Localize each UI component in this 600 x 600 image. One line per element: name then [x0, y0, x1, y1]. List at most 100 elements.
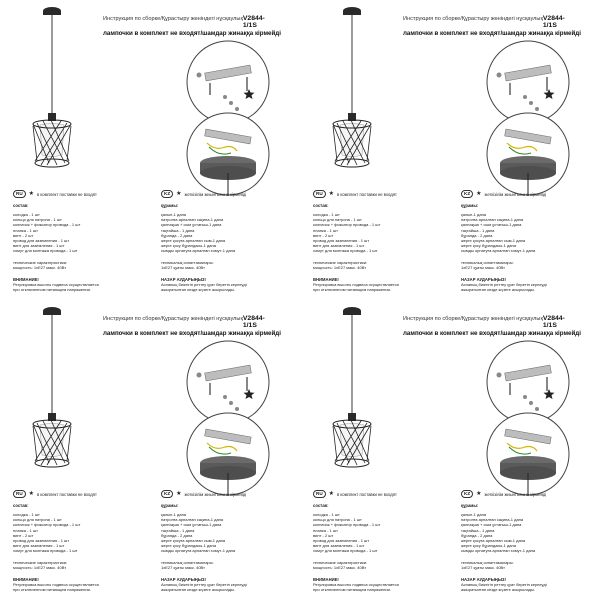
list-item: тақтайша - 1 дана	[161, 527, 195, 533]
kz-contents-heading: құрамы:	[461, 503, 479, 508]
list-item: провод для заземления - 1 шт	[313, 538, 370, 544]
kz-contents-list: қалып-1 дана патронға арналған сақина-1 …	[461, 512, 583, 554]
star-marker-icon	[243, 89, 255, 99]
list-item: хомут для монтажа провода - 1 шт	[13, 548, 78, 554]
kz-tech-heading: техникалық сипаттамалары:	[161, 259, 214, 265]
kz-warning-heading: НАЗАР АУДАРЫҢЫЗ!	[161, 576, 206, 582]
ru-tech-heading: технические характеристики:	[313, 559, 368, 565]
kz-warning-heading: НАЗАР АУДАРЫҢЫЗ!	[161, 276, 206, 282]
list-item: жерге қосу бұрандасы-1 дана	[461, 543, 516, 549]
list-item: кольцо для патрона - 1 шт	[13, 217, 62, 223]
list-item: сымды орнатуға арналған хомут-1 дана	[461, 248, 536, 254]
bulbs-not-included-note: лампочки в комплект не входят/шамдар жин…	[403, 30, 581, 37]
ru-warning-line: при отключенном питающем напряжении.	[313, 586, 391, 592]
ru-contents-heading: состав:	[13, 203, 29, 208]
kz-language-badge: KZ	[161, 190, 174, 198]
kz-warning-line: Аспаның биіктігін реттеу қуат беретін ке…	[161, 581, 247, 587]
list-item: винт для заземления - 1 шт	[13, 543, 65, 549]
list-item: хомут для монтажа провода - 1 шт	[13, 248, 78, 254]
kz-warning-line: ажыратылған кезде жүзеге асырылады.	[161, 286, 236, 292]
ru-warning-heading: ВНИМАНИЕ!	[13, 576, 39, 582]
sheet-header: Инструкция по сборке/Құрастыру жөніндегі…	[103, 315, 281, 337]
instruction-text-columns: RU ★ в комплект поставки не входят соста…	[13, 490, 283, 592]
star-icon: ★	[28, 191, 35, 197]
kz-tech-heading: техникалық сипаттамалары:	[461, 259, 514, 265]
ru-warning-line: при отключенном питающем напряжении.	[13, 286, 91, 292]
list-item: винт - 2 шт	[13, 532, 34, 538]
russian-column: RU ★ в комплект поставки не входят соста…	[313, 190, 435, 292]
list-item: колодка - 1 шт	[313, 212, 340, 217]
sheet-header: Инструкция по сборке/Құрастыру жөніндегі…	[403, 315, 581, 337]
kz-tech-value: 1хЕ27 қуаты макс. 40Вт	[461, 264, 505, 270]
list-item: жерге қосу бұрандасы-1 дана	[161, 543, 216, 549]
kz-tech-value: 1хЕ27 қуаты макс. 40Вт	[161, 264, 205, 270]
kz-contents-heading: құрамы:	[161, 203, 179, 208]
list-item: винт - 2 шт	[313, 232, 334, 238]
list-item: бұранда - 2 дана	[461, 232, 493, 238]
kazakh-column: KZ ★ жеткізілім жиынтығына кірмейді құра…	[461, 190, 583, 292]
kz-tech-value: 1хЕ27 қуаты макс. 40Вт	[161, 564, 205, 570]
list-item: колпачок + фиксатор провода - 1 шт	[313, 522, 381, 528]
list-item: жерге қосуға арналған сым-1 дана	[161, 238, 226, 244]
list-item: қалпақша + сым ұстағыш-1 дана	[461, 522, 522, 528]
list-item: винт для заземления - 1 шт	[313, 243, 365, 249]
model-number: V2844-1/1S	[542, 315, 565, 329]
sheet-header: Инструкция по сборке/Құрастыру жөніндегі…	[103, 15, 281, 37]
list-item: бұранда - 2 дана	[461, 532, 493, 538]
bulbs-not-included-note: лампочки в комплект не входят/шамдар жин…	[103, 30, 281, 37]
ru-language-badge: RU	[313, 190, 326, 198]
kz-language-badge: KZ	[461, 190, 474, 198]
kz-tech-heading: техникалық сипаттамалары:	[461, 559, 514, 565]
ru-warning-heading: ВНИМАНИЕ!	[313, 576, 339, 582]
kz-not-included-note: жеткізілім жиынтығына кірмейді	[484, 191, 547, 197]
list-item: колпачок + фиксатор провода - 1 шт	[13, 522, 81, 528]
ru-not-included-note: в комплект поставки не входят	[37, 491, 97, 497]
star-marker-icon	[243, 389, 255, 399]
model-number: V2844-1/1S	[542, 15, 565, 29]
list-item: винт - 2 шт	[13, 232, 34, 238]
ru-tech-heading: технические характеристики:	[13, 559, 68, 565]
list-item: патронға арналған сақина-1 дана	[461, 517, 524, 523]
bulbs-not-included-note: лампочки в комплект не входят/шамдар жин…	[403, 330, 581, 337]
list-item: кольцо для патрона - 1 шт	[313, 217, 362, 223]
list-item: колпачок + фиксатор провода - 1 шт	[13, 222, 81, 228]
kz-contents-list: қалып-1 дана патронға арналған сақина-1 …	[461, 212, 583, 254]
kz-warning-line: ажыратылған кезде жүзеге асырылады.	[461, 286, 536, 292]
instruction-title: Инструкция по сборке/Құрастыру жөніндегі…	[103, 16, 243, 22]
kz-contents-list: қалып-1 дана патронға арналған сақина-1 …	[161, 212, 283, 254]
instruction-text-columns: RU ★ в комплект поставки не входят соста…	[313, 490, 583, 592]
sheet-header: Инструкция по сборке/Құрастыру жөніндегі…	[403, 15, 581, 37]
kz-not-included-note: жеткізілім жиынтығына кірмейді	[184, 191, 247, 197]
instruction-title: Инструкция по сборке/Құрастыру жөніндегі…	[403, 16, 543, 22]
ru-contents-list: колодка - 1 шт кольцо для патрона - 1 шт…	[313, 212, 435, 254]
star-icon: ★	[476, 191, 482, 197]
star-icon: ★	[328, 191, 335, 197]
ru-warning-heading: ВНИМАНИЕ!	[313, 276, 339, 282]
ru-language-badge: RU	[13, 490, 26, 498]
pendant-lamp-illustration	[32, 7, 72, 168]
kz-contents-list: қалып-1 дана патронға арналған сақина-1 …	[161, 512, 283, 554]
list-item: планка - 1 шт	[313, 227, 338, 233]
russian-column: RU ★ в комплект поставки не входят соста…	[313, 490, 435, 592]
star-icon: ★	[476, 491, 482, 497]
russian-column: RU ★ в комплект поставки не входят соста…	[13, 190, 135, 292]
list-item: провод для заземления - 1 шт	[13, 538, 70, 544]
list-item: тақтайша - 1 дана	[161, 227, 195, 233]
list-item: жерге қосуға арналған сым-1 дана	[461, 238, 526, 244]
list-item: хомут для монтажа провода - 1 шт	[313, 248, 378, 254]
list-item: патронға арналған сақина-1 дана	[161, 217, 224, 223]
list-item: қалпақша + сым ұстағыш-1 дана	[461, 222, 522, 228]
ru-warning-line: Регулировка высоты подвеса осуществляетс…	[313, 581, 399, 587]
kz-warning-line: ажыратылған кезде жүзеге асырылады.	[461, 586, 536, 592]
list-item: қалып-1 дана	[161, 512, 187, 517]
star-icon: ★	[28, 491, 35, 497]
list-item: провод для заземления - 1 шт	[13, 238, 70, 244]
list-item: тақтайша - 1 дана	[461, 527, 495, 533]
kazakh-column: KZ ★ жеткізілім жиынтығына кірмейді құра…	[461, 490, 583, 592]
kz-language-badge: KZ	[461, 490, 474, 498]
kz-warning-line: Аспаның биіктігін реттеу қуат беретін ке…	[161, 281, 247, 287]
instruction-title: Инструкция по сборке/Құрастыру жөніндегі…	[103, 316, 243, 322]
ru-contents-list: колодка - 1 шт кольцо для патрона - 1 шт…	[13, 512, 135, 554]
list-item: қалып-1 дана	[461, 212, 487, 217]
pendant-lamp-illustration	[332, 307, 372, 468]
